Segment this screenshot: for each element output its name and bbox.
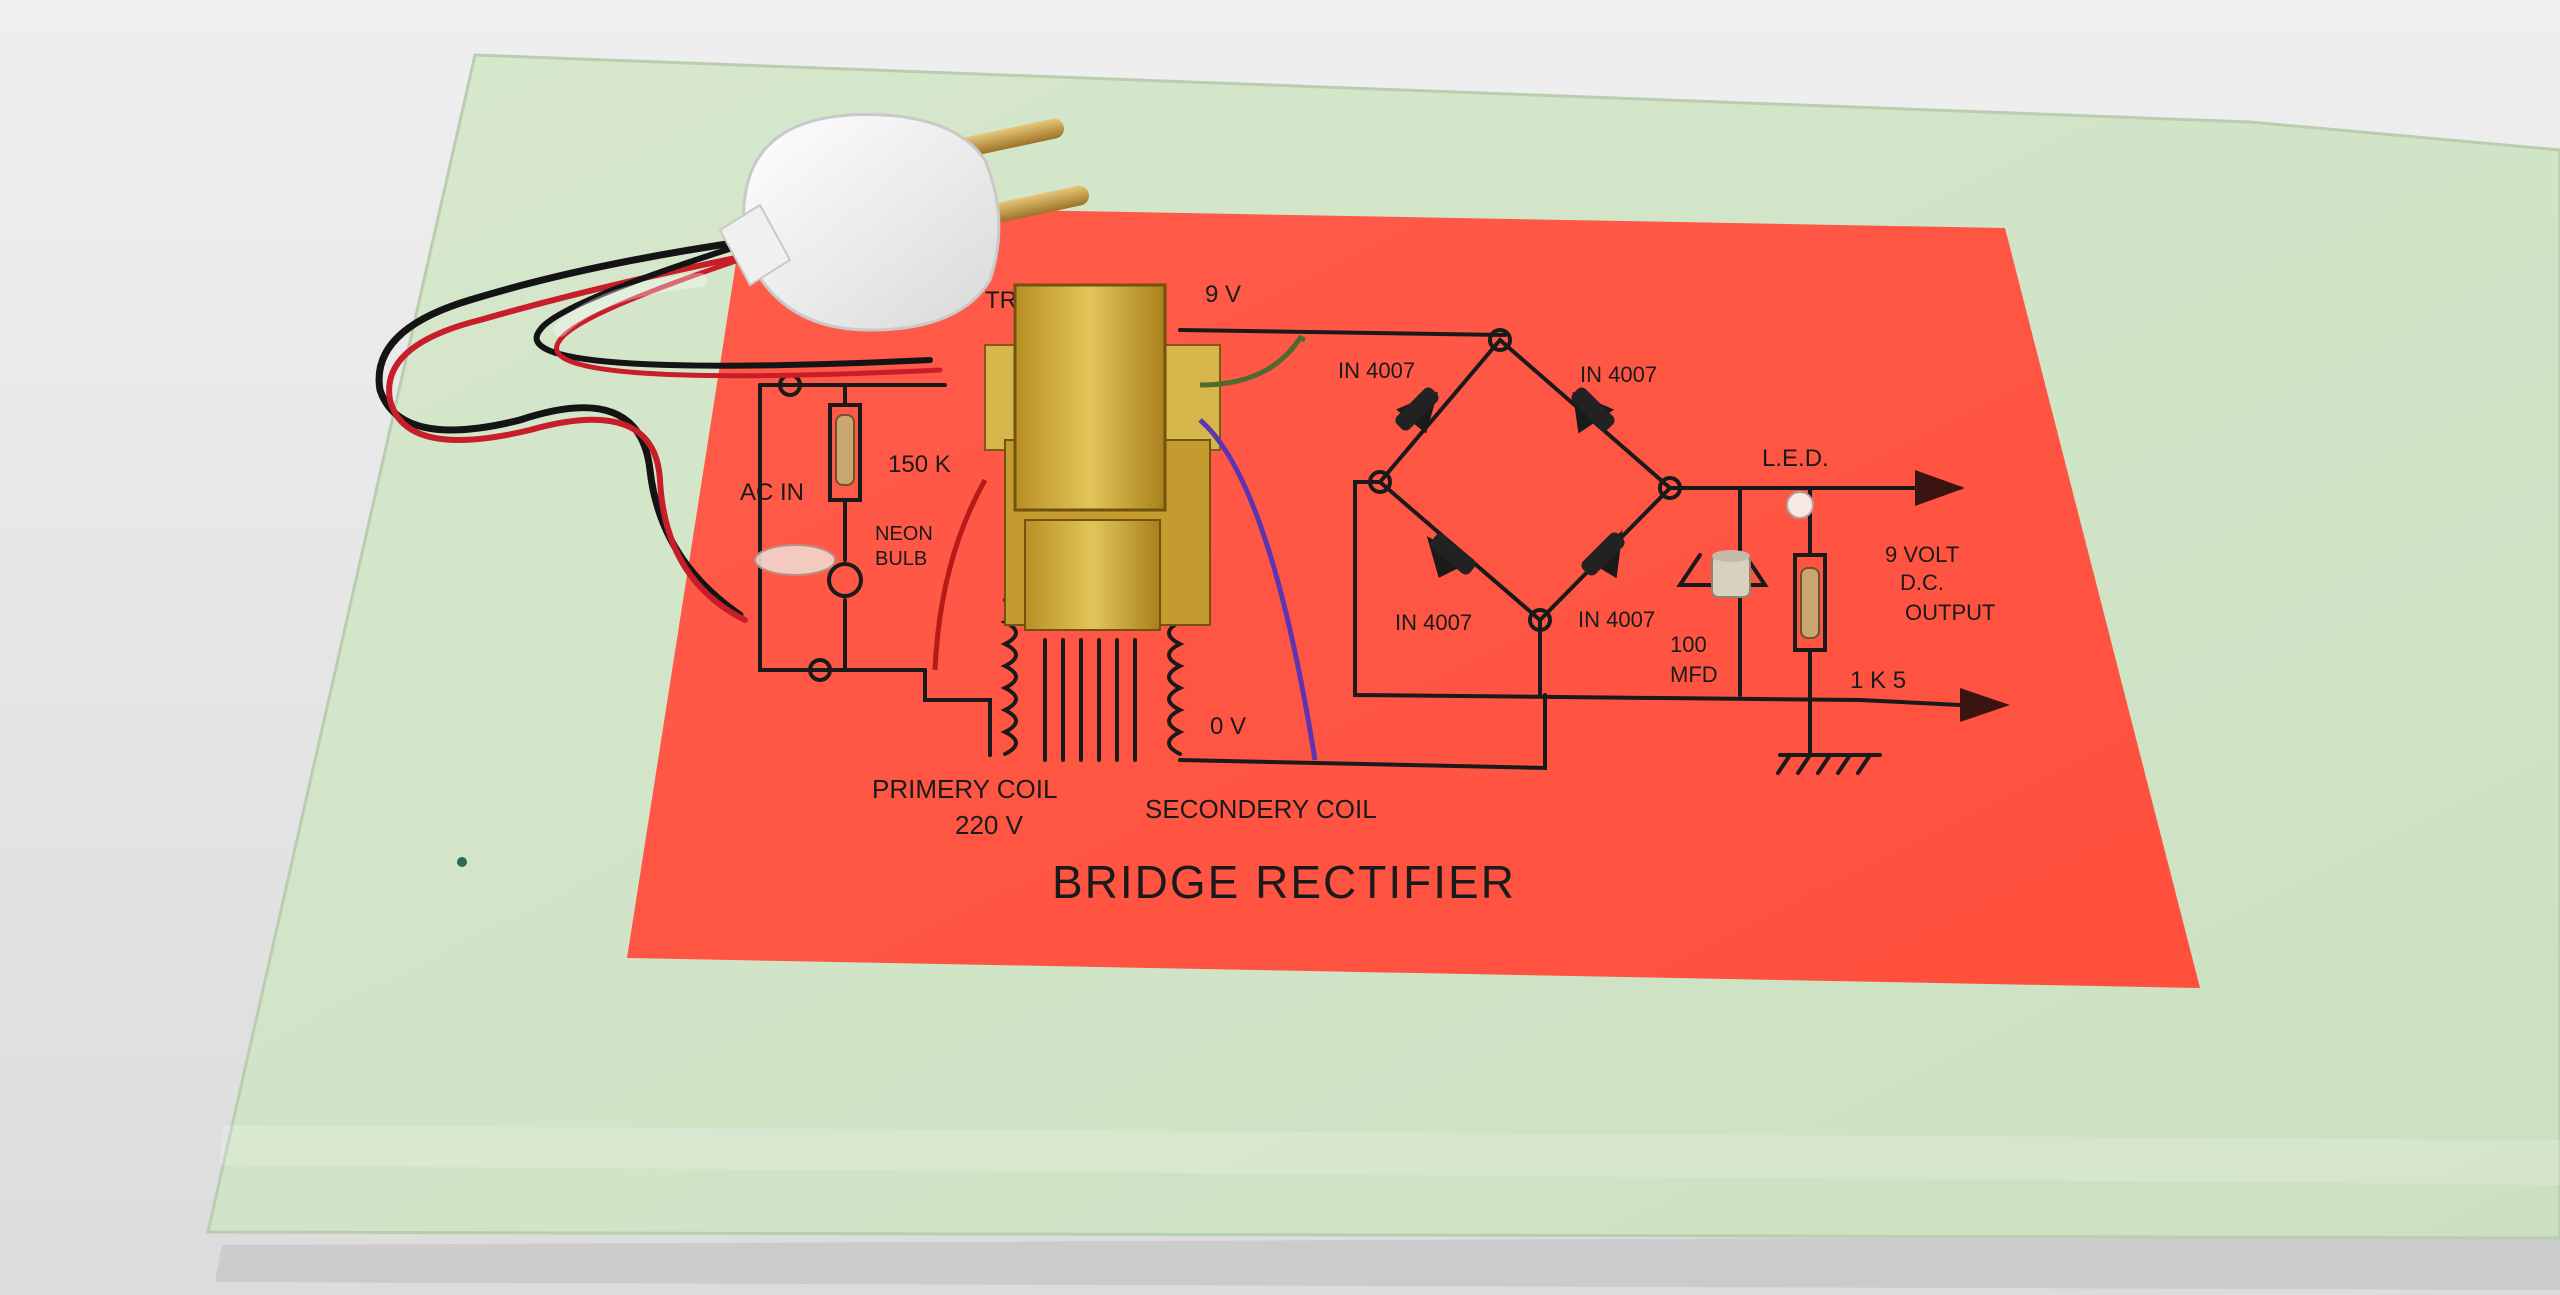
mains-cable xyxy=(375,227,943,623)
diode-body xyxy=(1430,533,1476,575)
black-lead-wire xyxy=(533,227,933,369)
secondary-coil-label: SECONDERY COIL xyxy=(1145,794,1377,824)
diode-bottom-right-label: IN 4007 xyxy=(1578,607,1655,632)
capacitor-label-line1: 100 xyxy=(1670,632,1707,657)
capacitor-top xyxy=(1712,550,1750,562)
output-label-line1: 9 VOLT xyxy=(1885,542,1959,567)
plug-pin-upper xyxy=(955,118,1065,158)
neon-bulb-component xyxy=(754,544,836,576)
secondary-bottom-label: 0 V xyxy=(1210,713,1246,740)
bridge-node-top xyxy=(1488,328,1512,352)
primary-coil-label: PRIMERY COIL xyxy=(872,774,1057,804)
board-shadow xyxy=(215,1235,2560,1290)
diode-body xyxy=(1581,532,1625,576)
load-resistor-symbol xyxy=(1793,553,1827,652)
plug-body xyxy=(742,113,1001,332)
capacitor-component xyxy=(1711,550,1751,598)
resistor-1k5-body xyxy=(1800,567,1820,639)
two-pin-plug xyxy=(718,113,1090,332)
output-negative-arrow xyxy=(1960,688,2010,722)
transformer-core-lines xyxy=(1043,638,1137,762)
red-cable-wire xyxy=(386,242,803,623)
neon-label-line2: BULB xyxy=(875,548,927,570)
output-positive-arrow xyxy=(1915,470,1965,506)
tape-strip xyxy=(220,1125,2560,1185)
output-label-line2: D.C. xyxy=(1900,570,1944,595)
primary-lead xyxy=(923,668,992,757)
load-resistor-label: 1 K 5 xyxy=(1850,667,1906,694)
negative-rail-wire xyxy=(1353,480,1862,702)
diagram-title: BRIDGE RECTIFIER xyxy=(1052,856,1516,908)
secondary-top-wire xyxy=(1178,328,1507,337)
neon-label-line1: NEON xyxy=(875,523,933,545)
diode-body xyxy=(1395,387,1439,431)
transformer-lower-core xyxy=(1024,519,1161,631)
secondary-top-label: 9 V xyxy=(1205,281,1241,308)
secondary-bottom-wire xyxy=(1178,693,1547,771)
output-negative-line xyxy=(1858,698,1962,707)
resistor-150k-label: 150 K xyxy=(888,451,951,478)
led-bulb xyxy=(1786,491,1814,519)
capacitor-symbol xyxy=(1676,553,1769,587)
plug-pin-lower xyxy=(980,185,1090,225)
diode-top-right-label: IN 4007 xyxy=(1580,362,1657,387)
diagram-labels: TRA 9 V 0 V AC IN 150 K NEON BULB PRIMER… xyxy=(740,281,1995,908)
diode-bottom-left-label: IN 4007 xyxy=(1395,610,1472,635)
transformer-core xyxy=(1013,283,1167,512)
black-cable-wire xyxy=(375,231,794,619)
output-arrows xyxy=(1915,470,2010,722)
ground-hatch xyxy=(1776,753,1872,775)
green-secondary-wire xyxy=(1199,334,1306,388)
led-component xyxy=(1786,491,1814,519)
resistor-150k-body xyxy=(835,414,855,486)
ac-in-label: AC IN xyxy=(740,479,804,506)
purple-secondary-wire xyxy=(1198,418,1318,761)
ink-dot xyxy=(457,857,467,867)
capacitor-label-line2: MFD xyxy=(1670,662,1718,687)
ac-input-wire xyxy=(758,383,927,672)
cable-sleeve xyxy=(553,273,707,337)
diode-top-left-label: IN 4007 xyxy=(1338,358,1415,383)
resistor-150k-symbol xyxy=(828,403,862,502)
led-label: L.E.D. xyxy=(1762,445,1829,472)
diode-bodies xyxy=(1395,387,1625,576)
diode-body xyxy=(1571,387,1615,431)
red-primary-wire xyxy=(932,478,988,671)
primary-voltage-label: 220 V xyxy=(955,810,1024,840)
output-label-line3: OUTPUT xyxy=(1905,600,1995,625)
red-lead-wire xyxy=(554,237,943,379)
junction-dot xyxy=(808,658,832,682)
plug-strain-relief xyxy=(718,203,792,287)
neon-junction xyxy=(827,562,863,598)
step-down-transformer xyxy=(984,283,1221,631)
